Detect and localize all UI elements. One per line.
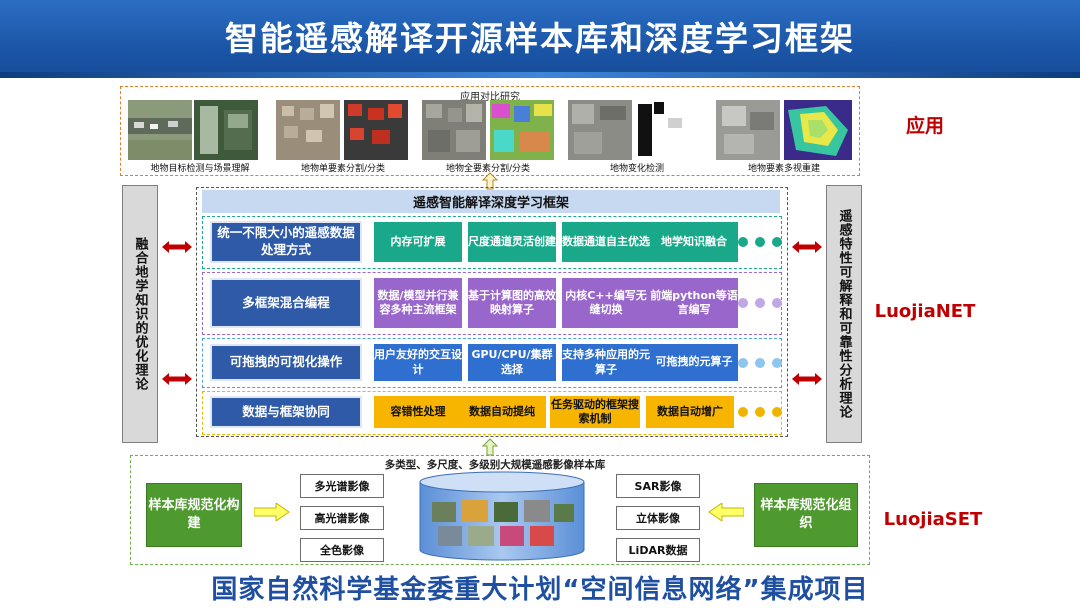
source-multispectral: 多光谱影像 <box>300 474 384 498</box>
row-2-cell: 内核C++编写无缝切换 <box>562 278 650 328</box>
full-element-image <box>422 100 554 160</box>
dataset-right-box: 样本库规范化组织 <box>754 483 858 547</box>
row-2-label: 多框架混合编程 <box>210 278 362 328</box>
database-cylinder-icon <box>419 471 585 561</box>
pillar-right: 遥感特性可解释和可靠性分析理论 <box>826 185 862 443</box>
row-2-cell: 前端python等语言编写 <box>650 278 738 328</box>
reconstruction-image <box>716 100 852 160</box>
row-3-cell: 用户友好的交互设计 <box>374 344 462 381</box>
dataset-box <box>130 455 870 565</box>
row-1-cell: 尺度通道灵活创建 <box>468 222 556 262</box>
single-element-image <box>276 100 408 160</box>
dataset-left-box: 样本库规范化构建 <box>146 483 242 547</box>
row-3-cell: GPU/CPU/集群选择 <box>468 344 556 381</box>
side-label-luojiaset: LuojiaSET <box>883 508 983 530</box>
row-1-cell: 地学知识融合 <box>650 222 738 262</box>
row-3-label: 可拖拽的可视化操作 <box>210 344 362 381</box>
title-bar <box>0 0 1080 78</box>
source-hyperspectral: 高光谱影像 <box>300 506 384 530</box>
source-panchromatic: 全色影像 <box>300 538 384 562</box>
row-2-cell: 基于计算图的高效映射算子 <box>468 278 556 328</box>
framework-box <box>196 187 788 437</box>
source-stereo: 立体影像 <box>616 506 700 530</box>
detection-image <box>128 100 258 160</box>
row-3-cell: 可拖拽的元算子 <box>650 344 738 381</box>
row-1-cell: 内存可扩展 <box>374 222 462 262</box>
app-label-detection: 地物目标检测与场景理解 <box>150 164 250 174</box>
app-label-full-element: 地物全要素分割/分类 <box>445 164 531 174</box>
right-arrow-icon <box>254 503 290 521</box>
row-4-cell: 数据自动增广 <box>646 396 734 428</box>
dataset-caption: 多类型、多尺度、多级别大规模遥感影像样本库 <box>384 458 606 471</box>
app-label-single-element: 地物单要素分割/分类 <box>300 164 386 174</box>
row-4-label: 数据与框架协同 <box>210 396 362 428</box>
ellipsis-dots <box>738 405 782 419</box>
double-arrow-icon <box>792 373 822 385</box>
side-label-luojianet: LuojiaNET <box>874 300 976 322</box>
ellipsis-dots <box>738 356 782 370</box>
app-label-reconstruction: 地物要素多视重建 <box>747 164 820 174</box>
row-4-cell: 数据自动提纯 <box>458 396 546 428</box>
row-4-cell: 容错性处理 <box>374 396 462 428</box>
left-arrow-icon <box>708 503 744 521</box>
row-4-cell: 任务驱动的框架搜索机制 <box>550 396 640 428</box>
double-arrow-icon <box>792 241 822 253</box>
double-arrow-icon <box>162 241 192 253</box>
framework-header: 遥感智能解译深度学习框架 <box>202 190 780 213</box>
change-detection-image <box>568 100 700 160</box>
up-arrow-icon <box>482 438 498 456</box>
row-1-label: 统一不限大小的遥感数据处理方式 <box>210 221 362 263</box>
source-lidar: LiDAR数据 <box>616 538 700 562</box>
application-caption: 应用对比研究 <box>460 91 520 103</box>
page-title: 智能遥感解译开源样本库和深度学习框架 <box>225 19 855 58</box>
row-3-cell: 支持多种应用的元算子 <box>562 344 650 381</box>
ellipsis-dots <box>738 235 782 249</box>
app-label-change-detection: 地物变化检测 <box>609 164 664 174</box>
pillar-left: 融合地学知识的优化理论 <box>122 185 158 443</box>
up-arrow-icon <box>482 172 498 190</box>
double-arrow-icon <box>162 373 192 385</box>
row-1-cell: 数据通道自主优选 <box>562 222 650 262</box>
ellipsis-dots <box>738 296 782 310</box>
row-2-cell: 数据/模型并行兼容多种主流框架 <box>374 278 462 328</box>
side-label-application: 应用 <box>905 114 944 137</box>
source-sar: SAR影像 <box>616 474 700 498</box>
bottom-title: 国家自然科学基金委重大计划“空间信息网络”集成项目 <box>211 574 869 605</box>
